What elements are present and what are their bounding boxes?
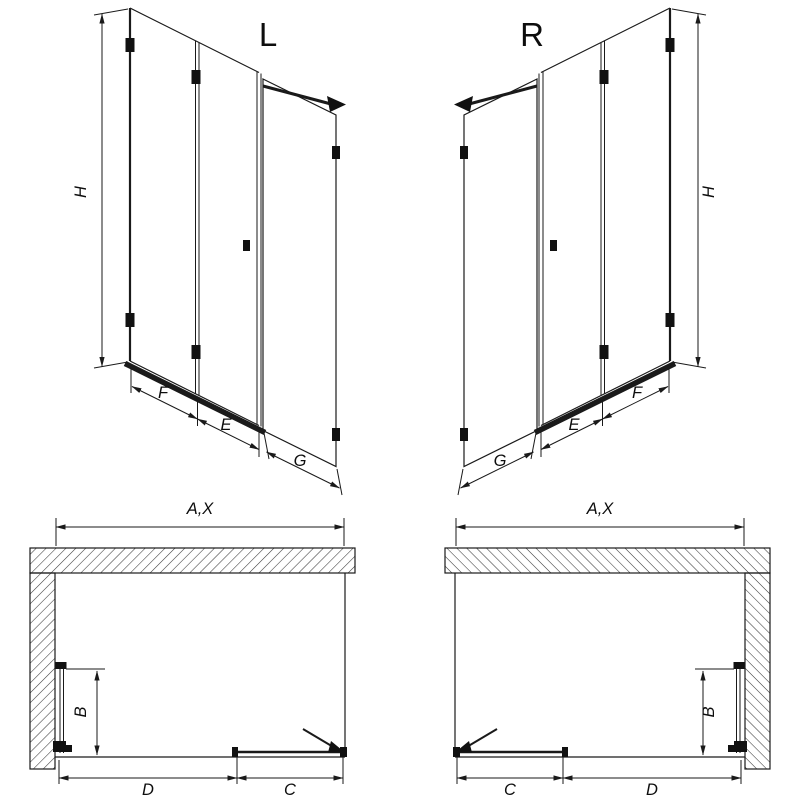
dim-label-ax: A,X — [586, 500, 615, 518]
dim-label-e: E — [220, 416, 232, 434]
dim-label-d: D — [142, 781, 154, 799]
dim-label-c: C — [504, 781, 516, 799]
front-view-left: L H F E G — [72, 8, 346, 495]
dim-label-ax: A,X — [186, 500, 215, 518]
dim-label-d: D — [646, 781, 658, 799]
dim-label-b: B — [72, 706, 90, 717]
dim-label-h: H — [72, 186, 90, 198]
dim-label-f: F — [158, 384, 169, 402]
dim-label-f: F — [632, 384, 643, 402]
dim-label-c: C — [284, 781, 296, 799]
dim-label-g: G — [294, 452, 307, 470]
front-view-right: R H F E G — [454, 8, 718, 495]
variant-label-left: L — [259, 16, 277, 53]
variant-label-right: R — [520, 16, 544, 53]
dim-label-g: G — [494, 452, 507, 470]
dim-label-h: H — [700, 186, 718, 198]
dim-label-b: B — [700, 706, 718, 717]
plan-view-left: A,X B D C — [30, 500, 355, 799]
dim-label-e: E — [568, 416, 580, 434]
plan-view-right: A,X B C D — [445, 500, 770, 799]
